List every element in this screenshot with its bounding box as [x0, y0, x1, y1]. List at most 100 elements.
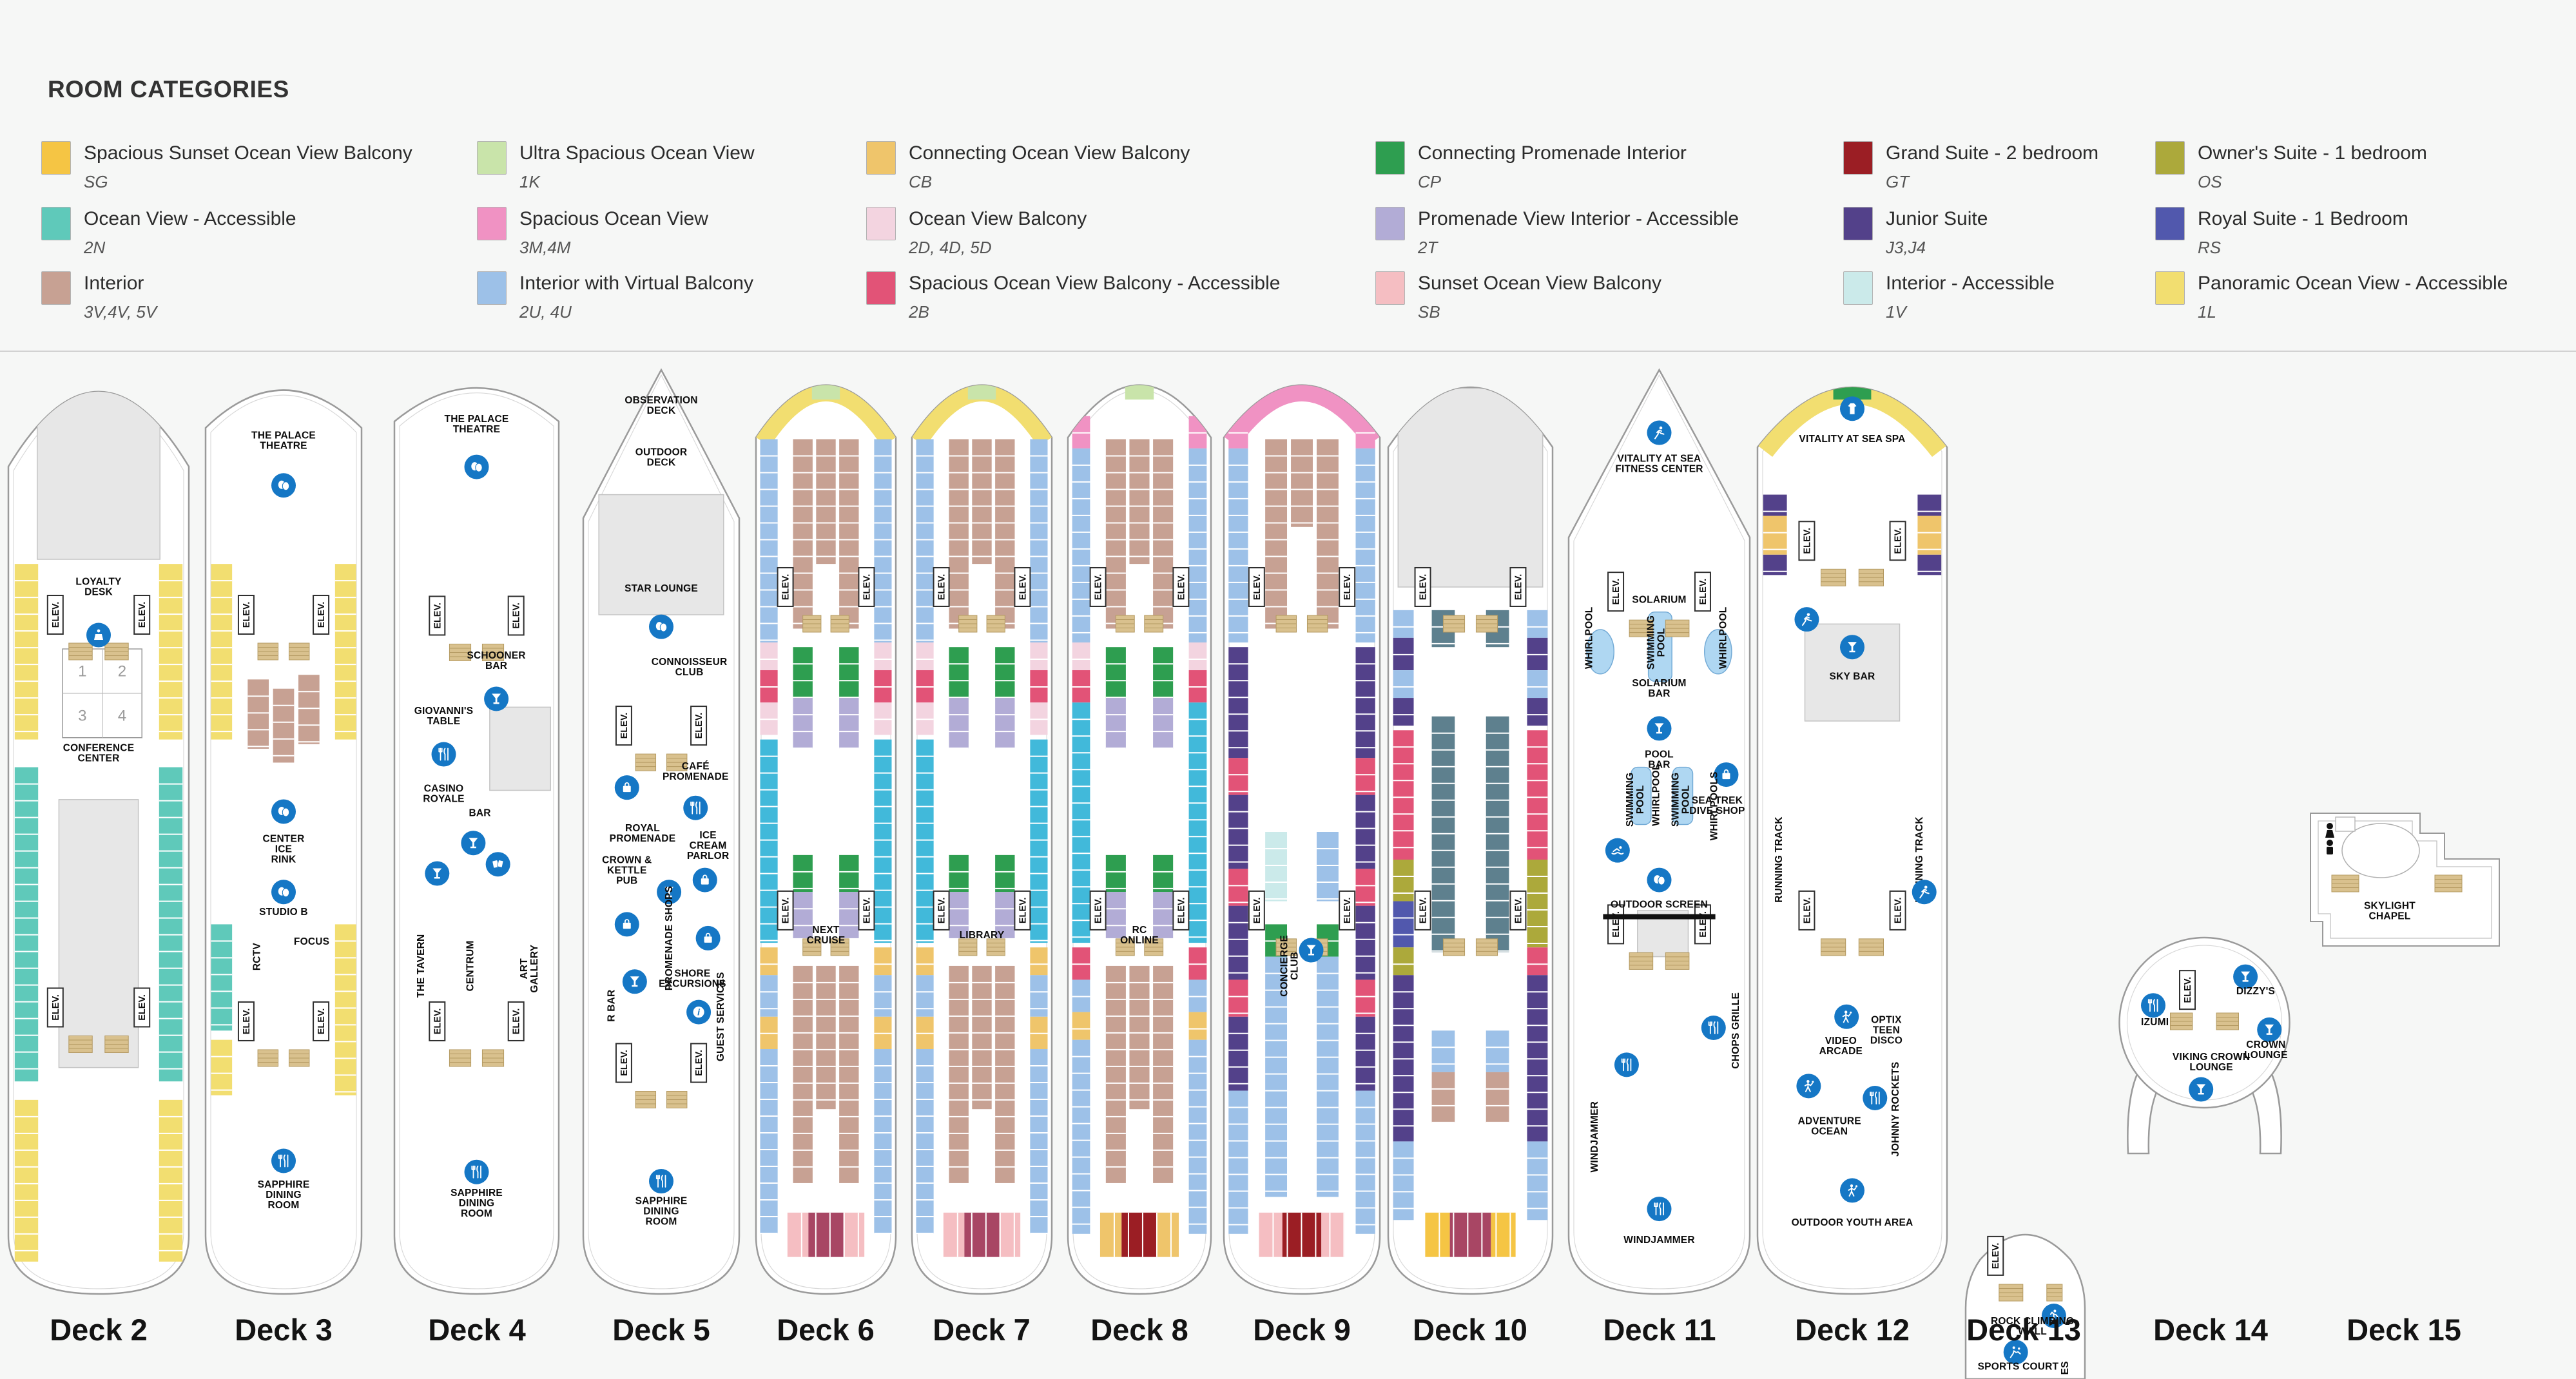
svg-text:ELEV.: ELEV. [619, 1050, 630, 1076]
cabin-band-SB [787, 1212, 809, 1257]
"cabin-band-2U [916, 1048, 934, 1234]
stairs [830, 615, 849, 633]
elevator-label: ELEV. [1889, 521, 1906, 561]
"cabin-band-3V [1153, 439, 1174, 629]
"cabin-band-2U [874, 439, 892, 643]
svg-text:ELEV.: ELEV. [1802, 528, 1812, 554]
svg-text:ELEV.: ELEV. [862, 574, 872, 601]
venue-label: STUDIO B [259, 907, 308, 918]
bag-icon [695, 925, 721, 950]
venue-label: ARTGALLERY [519, 944, 540, 992]
elevator-label: ELEV. [46, 595, 64, 635]
svg-text:ELEV.: ELEV. [694, 1050, 704, 1076]
dining-icon [2141, 993, 2165, 1018]
"cabin-band-3V [1486, 1072, 1509, 1123]
"cabin-band-J3 [1355, 647, 1375, 758]
"cabin-band-2T [1105, 892, 1126, 938]
"cabin-band-3V [995, 965, 1015, 1183]
elevator-label: ELEV. [1798, 890, 1816, 931]
venue-label: R BAR [606, 990, 617, 1022]
"cabin-band-2B [1393, 730, 1414, 860]
"cabin-band-3V [247, 679, 269, 749]
runner-icon [1794, 607, 1819, 632]
"cabin-band-CP [949, 647, 969, 699]
deck-structure-area [489, 706, 551, 791]
stairs [1820, 568, 1846, 586]
deck-label: Deck 15 [2347, 1313, 2461, 1347]
"cabin-band-2U [874, 1048, 892, 1234]
venue-label: WHIRLPOOLS [1709, 771, 1719, 840]
"cabin-band-CP [1153, 647, 1174, 699]
climber-icon [2041, 1304, 2066, 1328]
elevator-label: ELEV. [133, 595, 151, 635]
category-label: Sunset Ocean View Balcony [1418, 273, 1662, 294]
category-swatch [477, 271, 507, 305]
elevator-label: ELEV. [507, 595, 525, 636]
svg-text:ELEV.: ELEV. [316, 1008, 327, 1035]
"cabin-band-CB [1188, 1012, 1207, 1040]
svg-text:ELEV.: ELEV. [862, 898, 872, 924]
elevator-label: ELEV. [1089, 890, 1107, 931]
"cabin-band-CP [1105, 854, 1126, 892]
category-swatch [41, 141, 71, 175]
masks-icon [464, 454, 489, 479]
svg-text:ELEV.: ELEV. [1342, 574, 1353, 601]
legend-item: Spacious Ocean View Balcony - Accessible… [866, 271, 1280, 336]
category-code: RS [2198, 238, 2222, 257]
elevator-label: ELEV. [313, 1001, 330, 1041]
cabin-band-GT [1121, 1212, 1157, 1257]
elevator-label: ELEV. [429, 1001, 446, 1041]
venue-label: IZUMI [2141, 1017, 2169, 1028]
"cabin-band-2T [995, 892, 1015, 938]
svg-text:ELEV.: ELEV. [137, 602, 148, 628]
"cabin-band-J3 [1763, 494, 1787, 516]
martini-icon [2257, 1017, 2282, 1042]
stairs [1144, 615, 1164, 633]
category-label: Panoramic Ocean View - Accessible [2198, 273, 2508, 294]
elevator-label: ELEV. [133, 987, 151, 1028]
podium-icon [86, 622, 111, 648]
svg-text:ELEV.: ELEV. [937, 574, 947, 601]
category-code: 2B [909, 302, 929, 322]
"cabin-band-3V [949, 965, 969, 1183]
svg-text:ELEV.: ELEV. [1419, 574, 1429, 601]
stairs [1665, 619, 1690, 637]
category-code: SG [84, 172, 108, 191]
category-code: OS [2198, 172, 2222, 191]
elevator-label: ELEV. [1339, 566, 1356, 607]
cabin-band-CB [1157, 1212, 1179, 1257]
page-title: ROOM CATEGORIES [48, 76, 289, 102]
svg-text:ELEV.: ELEV. [51, 994, 61, 1021]
spa-icon [1840, 396, 1864, 421]
category-code: 2T [1418, 238, 1438, 257]
"cabin-band-2U [760, 1048, 778, 1234]
elevator-label: ELEV. [1889, 890, 1906, 931]
deck-structure-area [1397, 387, 1544, 588]
category-swatch [866, 271, 896, 305]
"cabin-band-3V [1316, 439, 1339, 629]
category-swatch [1843, 271, 1873, 305]
"cabin-band-CP [995, 854, 1015, 892]
stairs [1629, 619, 1654, 637]
svg-text:ELEV.: ELEV. [1893, 528, 1904, 554]
stairs [986, 615, 1005, 633]
svg-text:ELEV.: ELEV. [1252, 898, 1263, 924]
deck-plan-deck-12: ELEV.ELEV.ELEV.ELEV.VITALITY AT SEA SPAS… [1756, 386, 1948, 1295]
"cabin-band-2U [1188, 1039, 1207, 1234]
stairs [1306, 615, 1328, 633]
cabin-band-SB [843, 1212, 865, 1257]
svg-text:ELEV.: ELEV. [1611, 579, 1622, 605]
elevator-label: ELEV. [1798, 521, 1816, 561]
stairs [958, 615, 978, 633]
